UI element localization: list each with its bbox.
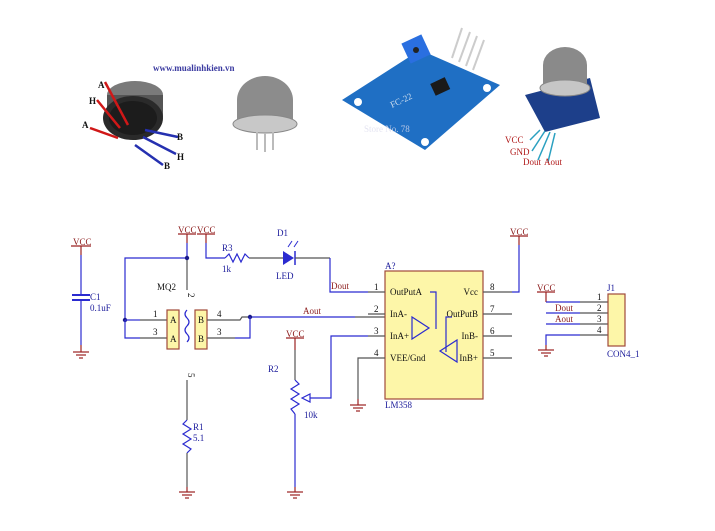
j1-body (607, 293, 626, 347)
j1-pin-number: 2 (597, 303, 602, 313)
board-overlay-text: Store No. 78 (364, 124, 410, 134)
sensor-pin-label: B (164, 161, 170, 171)
mq2-pin-a: A (170, 334, 177, 344)
sensor-pin-label: H (177, 152, 184, 162)
mq2-pin-number: 3 (217, 327, 222, 337)
mq2-pin-b: B (198, 315, 204, 325)
net-label-dout: Dout (331, 281, 349, 291)
vcc-label: VCC (286, 329, 305, 339)
r2-potentiometer: VCC R2 10k (268, 329, 368, 499)
opamp-pin-name: InB+ (459, 353, 478, 363)
ground-icon (350, 404, 366, 412)
module-pin-label: GND (510, 147, 530, 157)
ground-icon (73, 351, 89, 359)
mq2-pin-number: 1 (153, 309, 158, 319)
j1-connector: VCC Dout Aout 1 2 3 4 J1 CON4_1 (537, 283, 640, 359)
r2-ref: R2 (268, 364, 279, 374)
module-pinout-photo: VCC GND Dout Aout (505, 47, 600, 167)
opamp-pin-number: 7 (490, 304, 495, 314)
module-board-photo: FC-22 Store No. 78 (342, 27, 500, 150)
opamp-pin-number: 4 (374, 348, 379, 358)
wiper-arrow-icon (300, 393, 311, 403)
opamp-pin-name: OutPutB (446, 309, 478, 319)
vcc-label: VCC (537, 283, 556, 293)
vcc-label: VCC (178, 225, 197, 235)
lm358-opamp: A? LM358 1 2 3 4 OutPutA InA- InA+ VEE/G… (350, 227, 529, 412)
mq2-pin-number: 5 (186, 373, 196, 378)
r3-ref: R3 (222, 243, 233, 253)
vcc-label: VCC (73, 237, 92, 247)
opamp-pin-number: 6 (490, 326, 495, 336)
j1-pin-number: 1 (597, 292, 602, 302)
mq2-sensor-symbol: MQ2 1 3 A A B B 4 3 2 5 (122, 243, 235, 420)
opamp-pin-number: 8 (490, 282, 495, 292)
opamp-pin-name: OutPutA (390, 287, 423, 297)
opamp-pin-name: InB- (462, 331, 479, 341)
r1-resistor: R1 5.1 (179, 419, 204, 499)
opamp-pin-number: 1 (374, 282, 379, 292)
opamp-pin-name: Vcc (464, 287, 479, 297)
r2-value: 10k (304, 410, 318, 420)
opamp-a-triangle (411, 315, 431, 341)
vcc-label: VCC (197, 225, 216, 235)
j1-part: CON4_1 (607, 349, 640, 359)
mq2-pin-number: 3 (153, 327, 158, 337)
ground-icon (538, 349, 554, 357)
opamp-pin-name: InA- (390, 309, 407, 319)
vcc-label: VCC (510, 227, 529, 237)
mq2-ref: MQ2 (157, 282, 176, 292)
sensor-side-photo (232, 76, 298, 152)
j1-ref: J1 (607, 283, 615, 293)
mq2-pin-number: 2 (186, 293, 196, 298)
module-pin-label: Aout (544, 157, 562, 167)
r3-value: 1k (222, 264, 232, 274)
led-diode-icon (283, 251, 294, 265)
heater-coil (184, 309, 190, 343)
j1-pin-number: 4 (597, 325, 602, 335)
j1-pin-number: 3 (597, 314, 602, 324)
opamp-part: LM358 (385, 400, 413, 410)
c1-capacitor-branch: VCC C1 0.1uF (71, 237, 111, 359)
net-label-aout: Aout (303, 306, 321, 316)
opamp-ref: A? (385, 261, 396, 271)
opamp-pin-number: 3 (374, 326, 379, 336)
ground-icon (287, 491, 303, 499)
r3-led-branch: R3 1k D1 LED Dout (205, 228, 368, 293)
opamp-pin-number: 5 (490, 348, 495, 358)
opamp-pin-name: VEE/Gnd (390, 353, 426, 363)
r1-value: 5.1 (193, 433, 204, 443)
mq2-pin-a: A (170, 315, 177, 325)
opamp-pin-name: InA+ (390, 331, 409, 341)
mq2-pin-b: B (198, 334, 204, 344)
r1-ref: R1 (193, 422, 204, 432)
watermark-text: www.mualinhkien.vn (153, 63, 235, 73)
net-label-aout: Aout (555, 314, 573, 324)
sensor-pin-label: B (177, 132, 183, 142)
module-pin-label: Dout (523, 157, 541, 167)
junction-dot (184, 255, 190, 261)
module-pin-label: VCC (505, 135, 524, 145)
sensor-pin-label: A (82, 120, 89, 130)
opamp-b-triangle (438, 338, 458, 364)
aout-net: Aout (235, 306, 385, 339)
d1-value: LED (276, 271, 294, 281)
sensor-pin-label: H (89, 96, 96, 106)
mq2-pin-number: 4 (217, 309, 222, 319)
r3-resistor (224, 252, 250, 264)
ground-icon (179, 491, 195, 499)
c1-ref: C1 (90, 292, 101, 302)
d1-ref: D1 (277, 228, 288, 238)
sensor-pinout-photo: A H A B H B www.mualinhkien.vn (82, 63, 235, 171)
net-label-dout: Dout (555, 303, 573, 313)
c1-value: 0.1uF (90, 303, 111, 313)
opamp-pin-number: 2 (374, 304, 379, 314)
sensor-pin-label: A (98, 80, 105, 90)
